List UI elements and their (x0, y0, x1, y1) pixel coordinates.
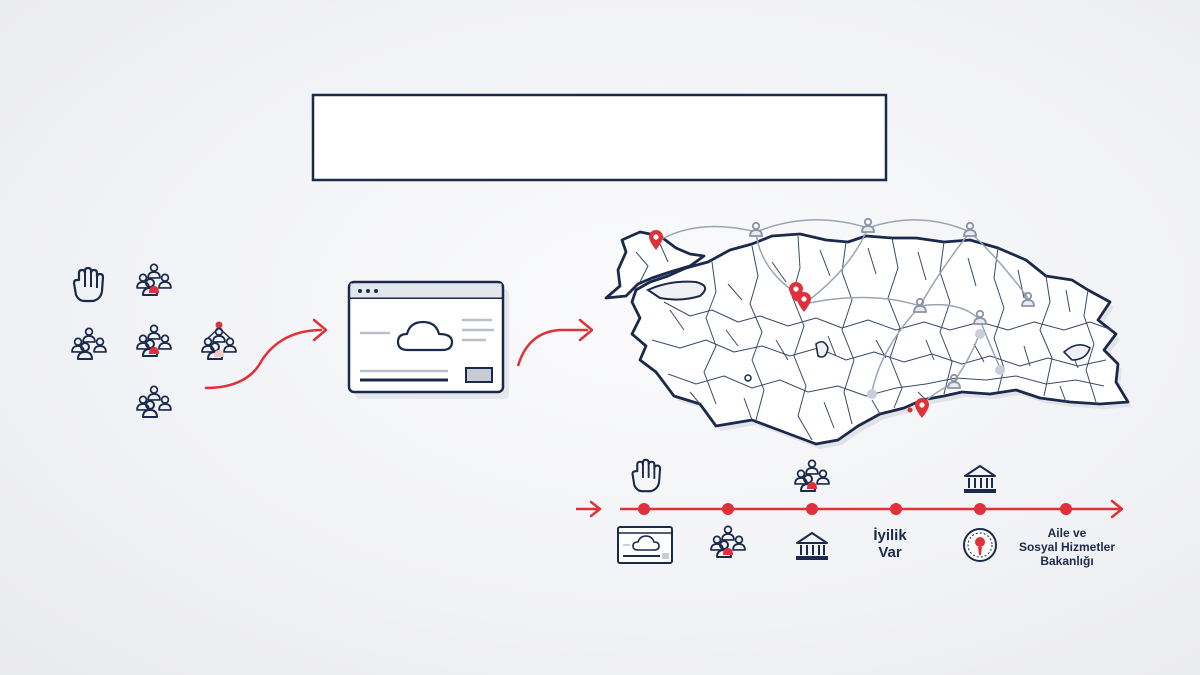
building-icon (795, 532, 829, 560)
thrace-outline (604, 230, 706, 300)
group-icon (795, 460, 829, 491)
timeline-node (1060, 503, 1072, 515)
group-icon (137, 264, 171, 295)
ministry-emblem-icon (963, 528, 997, 562)
marmara-sea (645, 280, 707, 301)
group-icon (137, 386, 171, 417)
left-icon-cluster (72, 264, 236, 417)
timeline-node (722, 503, 734, 515)
label-line: Sosyal Hizmetler (1018, 539, 1116, 554)
cloud-window-icon (617, 526, 673, 564)
map-node (975, 329, 985, 339)
iyilik-var-label: İyilik Var (852, 527, 928, 562)
flow-arrow-1 (204, 328, 323, 390)
arrowhead-2 (578, 318, 594, 342)
lake-van (1062, 344, 1091, 361)
map-node (995, 365, 1005, 375)
person-icon (861, 217, 875, 233)
timeline-arrowhead (1110, 499, 1124, 519)
map-node-red (907, 407, 913, 413)
province-borders (635, 235, 1113, 441)
group-icon (711, 526, 745, 557)
label-line: Var (878, 544, 902, 562)
cloud-icon (396, 320, 454, 352)
label-line: Aile ve (1047, 526, 1087, 540)
group-icon (137, 325, 171, 356)
person-icon (963, 221, 977, 237)
timeline (576, 458, 1124, 564)
network-group-icon (202, 321, 236, 360)
building-icon (963, 465, 997, 493)
title-box (311, 93, 888, 182)
lake-tuz (815, 340, 829, 358)
location-pin-icon (915, 398, 929, 418)
arrowhead-1 (312, 318, 328, 342)
label-line: Bakanlığı (1040, 553, 1094, 568)
timeline-node (974, 503, 986, 515)
flow-arrow-2 (516, 328, 588, 367)
label-line: İyilik (873, 527, 907, 544)
group-icon (72, 328, 106, 359)
timeline-node (638, 503, 650, 515)
turkey-map (604, 217, 1132, 449)
raised-hand-icon (631, 458, 662, 493)
timeline-node (806, 503, 818, 515)
timeline-node (890, 503, 902, 515)
map-node (867, 389, 877, 399)
anatolia-outline (630, 232, 1130, 446)
person-icon (749, 221, 763, 237)
cloud-window-icon (347, 280, 509, 399)
raised-hand-icon (72, 266, 105, 303)
ministry-label: Aile ve Sosyal Hizmetler Bakanlığı (1008, 526, 1126, 568)
lake-small (744, 374, 752, 382)
